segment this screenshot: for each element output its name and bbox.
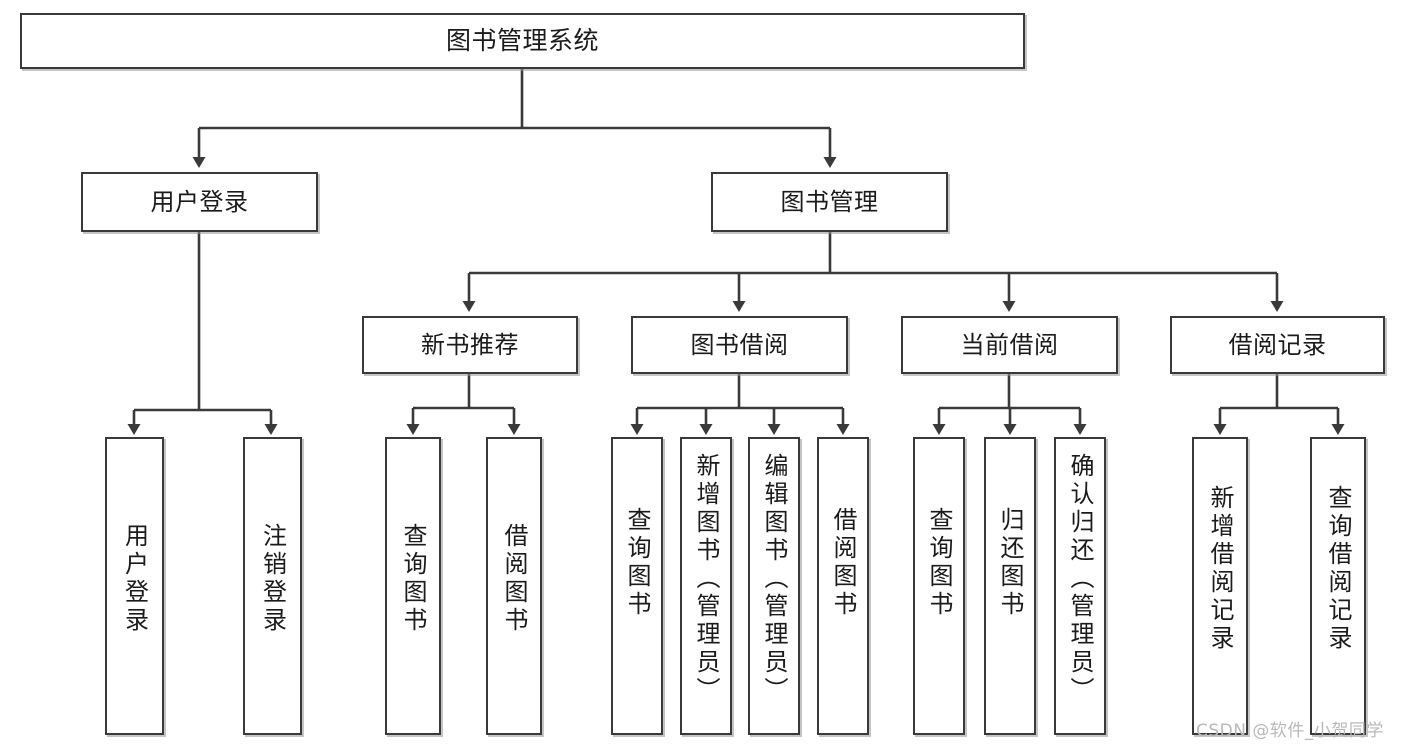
node-label: 用户登录 <box>150 187 249 216</box>
node-label: 借阅图书 <box>500 523 528 635</box>
node-label: 查询图书 <box>623 507 651 619</box>
node-leaf-user-login[interactable]: 用户登录 <box>105 437 164 735</box>
node-leaf-query-book-recommend[interactable]: 查询图书 <box>385 437 441 735</box>
node-leaf-borrow-book-recommend[interactable]: 借阅图书 <box>486 437 542 735</box>
node-label: 借阅图书 <box>829 507 857 619</box>
node-leaf-add-borrow-record[interactable]: 新增借阅记录 <box>1192 437 1248 735</box>
node-label: 图书借阅 <box>690 330 789 359</box>
node-label: 新书推荐 <box>421 330 519 359</box>
node-label: 归还图书 <box>996 507 1024 619</box>
node-leaf-borrow-book[interactable]: 借阅图书 <box>817 437 869 735</box>
node-book-borrow[interactable]: 图书借阅 <box>631 316 848 374</box>
node-label: 编辑图书（管理员） <box>760 453 788 705</box>
node-leaf-add-book[interactable]: 新增图书（管理员） <box>680 437 732 735</box>
node-label: 查询图书 <box>399 523 427 635</box>
csdn-watermark: CSDN @软件_小贺同学 <box>1196 721 1384 741</box>
node-book-manage[interactable]: 图书管理 <box>711 172 948 232</box>
node-leaf-query-book-borrow[interactable]: 查询图书 <box>611 437 663 735</box>
node-user-login[interactable]: 用户登录 <box>81 172 318 232</box>
node-label: 新增借阅记录 <box>1206 485 1234 653</box>
node-leaf-user-logout[interactable]: 注销登录 <box>243 437 302 735</box>
node-leaf-edit-book[interactable]: 编辑图书（管理员） <box>748 437 800 735</box>
node-leaf-confirm-return[interactable]: 确认归还（管理员） <box>1054 437 1106 735</box>
node-label: 当前借阅 <box>960 330 1059 359</box>
node-root-system[interactable]: 图书管理系统 <box>20 13 1025 69</box>
node-leaf-return-book[interactable]: 归还图书 <box>984 437 1036 735</box>
node-leaf-query-book-current[interactable]: 查询图书 <box>913 437 965 735</box>
node-label: 图书管理系统 <box>445 26 599 56</box>
node-leaf-query-borrow-record[interactable]: 查询借阅记录 <box>1310 437 1366 735</box>
node-label: 查询图书 <box>925 507 953 619</box>
node-current-borrow[interactable]: 当前借阅 <box>901 316 1118 374</box>
node-label: 注销登录 <box>258 523 287 635</box>
node-label: 图书管理 <box>780 187 879 216</box>
node-label: 确认归还（管理员） <box>1066 453 1094 705</box>
node-label: 借阅记录 <box>1228 330 1327 359</box>
node-new-book-recommend[interactable]: 新书推荐 <box>362 316 578 374</box>
node-borrow-record[interactable]: 借阅记录 <box>1170 316 1385 374</box>
node-label: 用户登录 <box>120 523 149 635</box>
node-label: 新增图书（管理员） <box>692 453 720 705</box>
node-label: 查询借阅记录 <box>1324 485 1352 653</box>
